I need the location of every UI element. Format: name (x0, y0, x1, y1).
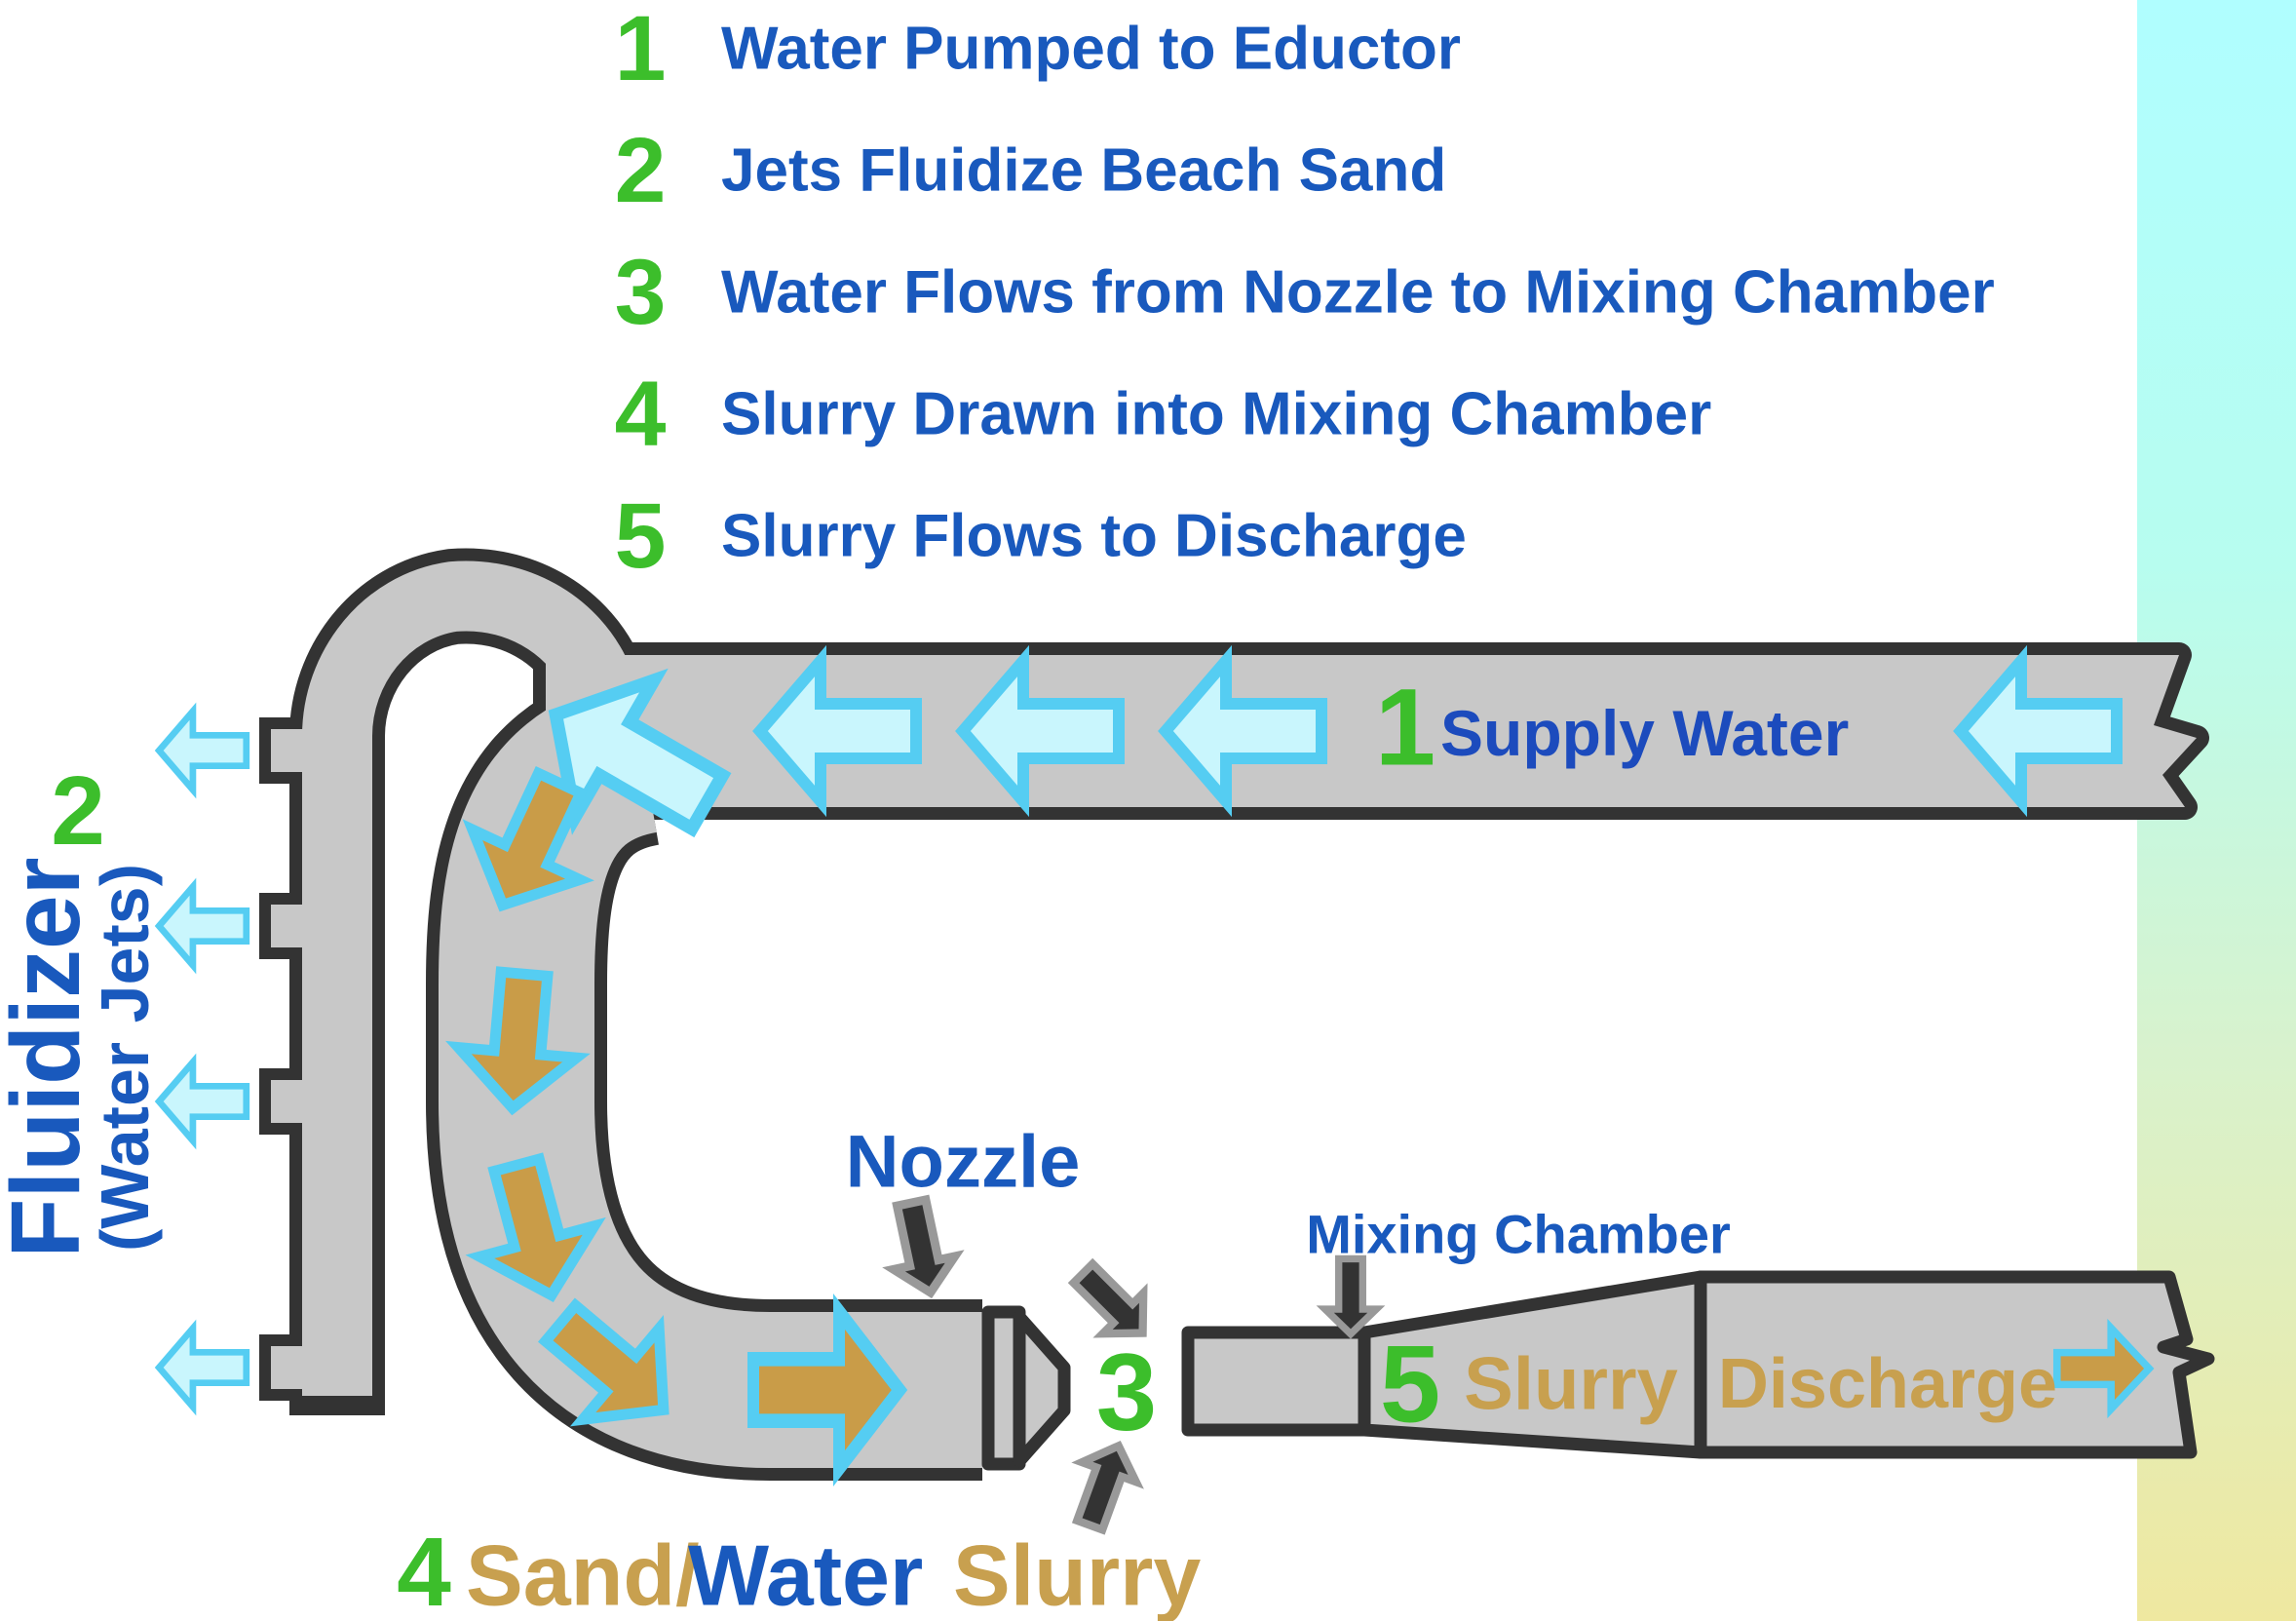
nozzle-label: Nozzle (846, 1121, 1081, 1204)
mixing-chamber-label: Mixing Chamber (1306, 1204, 1731, 1265)
nozzle-pointer-arrow-icon (881, 1196, 961, 1298)
nozzle-gap-step-number: 3 (1096, 1332, 1157, 1453)
jet-stub (271, 1080, 325, 1123)
eductor-components (981, 1270, 2215, 1471)
jet-stub (271, 729, 325, 772)
legend-step-number: 2 (615, 119, 667, 222)
bottom-caption-sand: Sand/ (466, 1527, 700, 1621)
fluidizer-step-number: 2 (51, 756, 105, 866)
slurry-pipe-label: Slurry (1464, 1343, 1678, 1426)
legend: 1 Water Pumped to Eductor 2 Jets Fluidiz… (615, 0, 1995, 588)
legend-step-text: Jets Fluidize Beach Sand (721, 137, 1446, 205)
legend-step-number: 5 (615, 484, 667, 588)
legend-step-text: Slurry Flows to Discharge (721, 503, 1467, 570)
supply-water-label: Supply Water (1440, 697, 1849, 769)
water-jets-label: (Water Jets) (87, 864, 163, 1252)
diffuser-step-number: 5 (1380, 1324, 1440, 1446)
diagram-labels: 1 Supply Water 2 Fluidizer (Water Jets) … (0, 667, 2057, 1621)
supply-pipe (546, 655, 2197, 807)
jet-stub (271, 1346, 325, 1389)
nozzle-cone (1013, 1310, 1071, 1468)
legend-step-text: Water Flows from Nozzle to Mixing Chambe… (721, 259, 1995, 327)
discharge-pipe-label: Discharge (1718, 1345, 2057, 1423)
fluidizer-label: Fluidizer (0, 857, 100, 1257)
supply-step-number: 1 (1375, 667, 1435, 789)
legend-step-text: Slurry Drawn into Mixing Chamber (721, 381, 1711, 448)
jet-arrow-icon (159, 887, 247, 966)
discharge-pipe (1694, 1270, 2215, 1459)
slurry-pipe (439, 678, 982, 1468)
jet-arrow-icon (159, 712, 247, 791)
legend-step-text: Water Pumped to Eductor (721, 16, 1461, 83)
jet-arrow-icon (159, 1329, 247, 1408)
fluidizer-pipe (302, 560, 627, 1396)
bottom-caption-step-number: 4 (397, 1518, 451, 1621)
legend-step-number: 4 (615, 363, 667, 466)
mixing-chamber-throat (1181, 1326, 1371, 1437)
bottom-caption-slurry: Slurry (953, 1527, 1201, 1621)
legend-step-number: 3 (615, 241, 667, 344)
jet-stub (271, 905, 325, 947)
jet-arrow-icon (159, 1062, 247, 1141)
mixing-chamber-pointer-arrow-icon (1325, 1258, 1376, 1333)
legend-step-number: 1 (615, 0, 667, 100)
bottom-caption-water: Water (688, 1527, 923, 1621)
